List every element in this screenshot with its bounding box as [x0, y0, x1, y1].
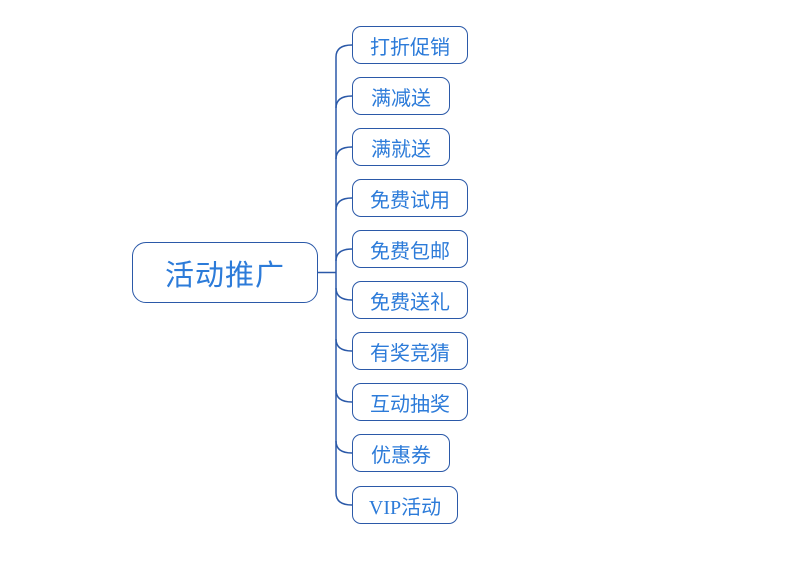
child-node[interactable]: 优惠券	[352, 434, 450, 472]
branch-connector	[335, 389, 353, 403]
root-node[interactable]: 活动推广	[132, 242, 318, 303]
branch-connector	[335, 95, 353, 109]
child-node[interactable]: 打折促销	[352, 26, 468, 64]
child-node[interactable]: 满就送	[352, 128, 450, 166]
branch-connector	[335, 248, 353, 262]
child-node[interactable]: VIP活动	[352, 486, 458, 524]
child-node[interactable]: 免费送礼	[352, 281, 468, 319]
child-node[interactable]: 互动抽奖	[352, 383, 468, 421]
branch-connector	[335, 338, 353, 352]
branch-connector	[335, 146, 353, 160]
branch-connector	[335, 440, 353, 454]
child-node[interactable]: 有奖竞猜	[352, 332, 468, 370]
branch-connector	[335, 44, 353, 506]
child-node[interactable]: 满减送	[352, 77, 450, 115]
child-node[interactable]: 免费试用	[352, 179, 468, 217]
branch-connector	[335, 197, 353, 211]
branch-connector	[335, 287, 353, 301]
child-node[interactable]: 免费包邮	[352, 230, 468, 268]
